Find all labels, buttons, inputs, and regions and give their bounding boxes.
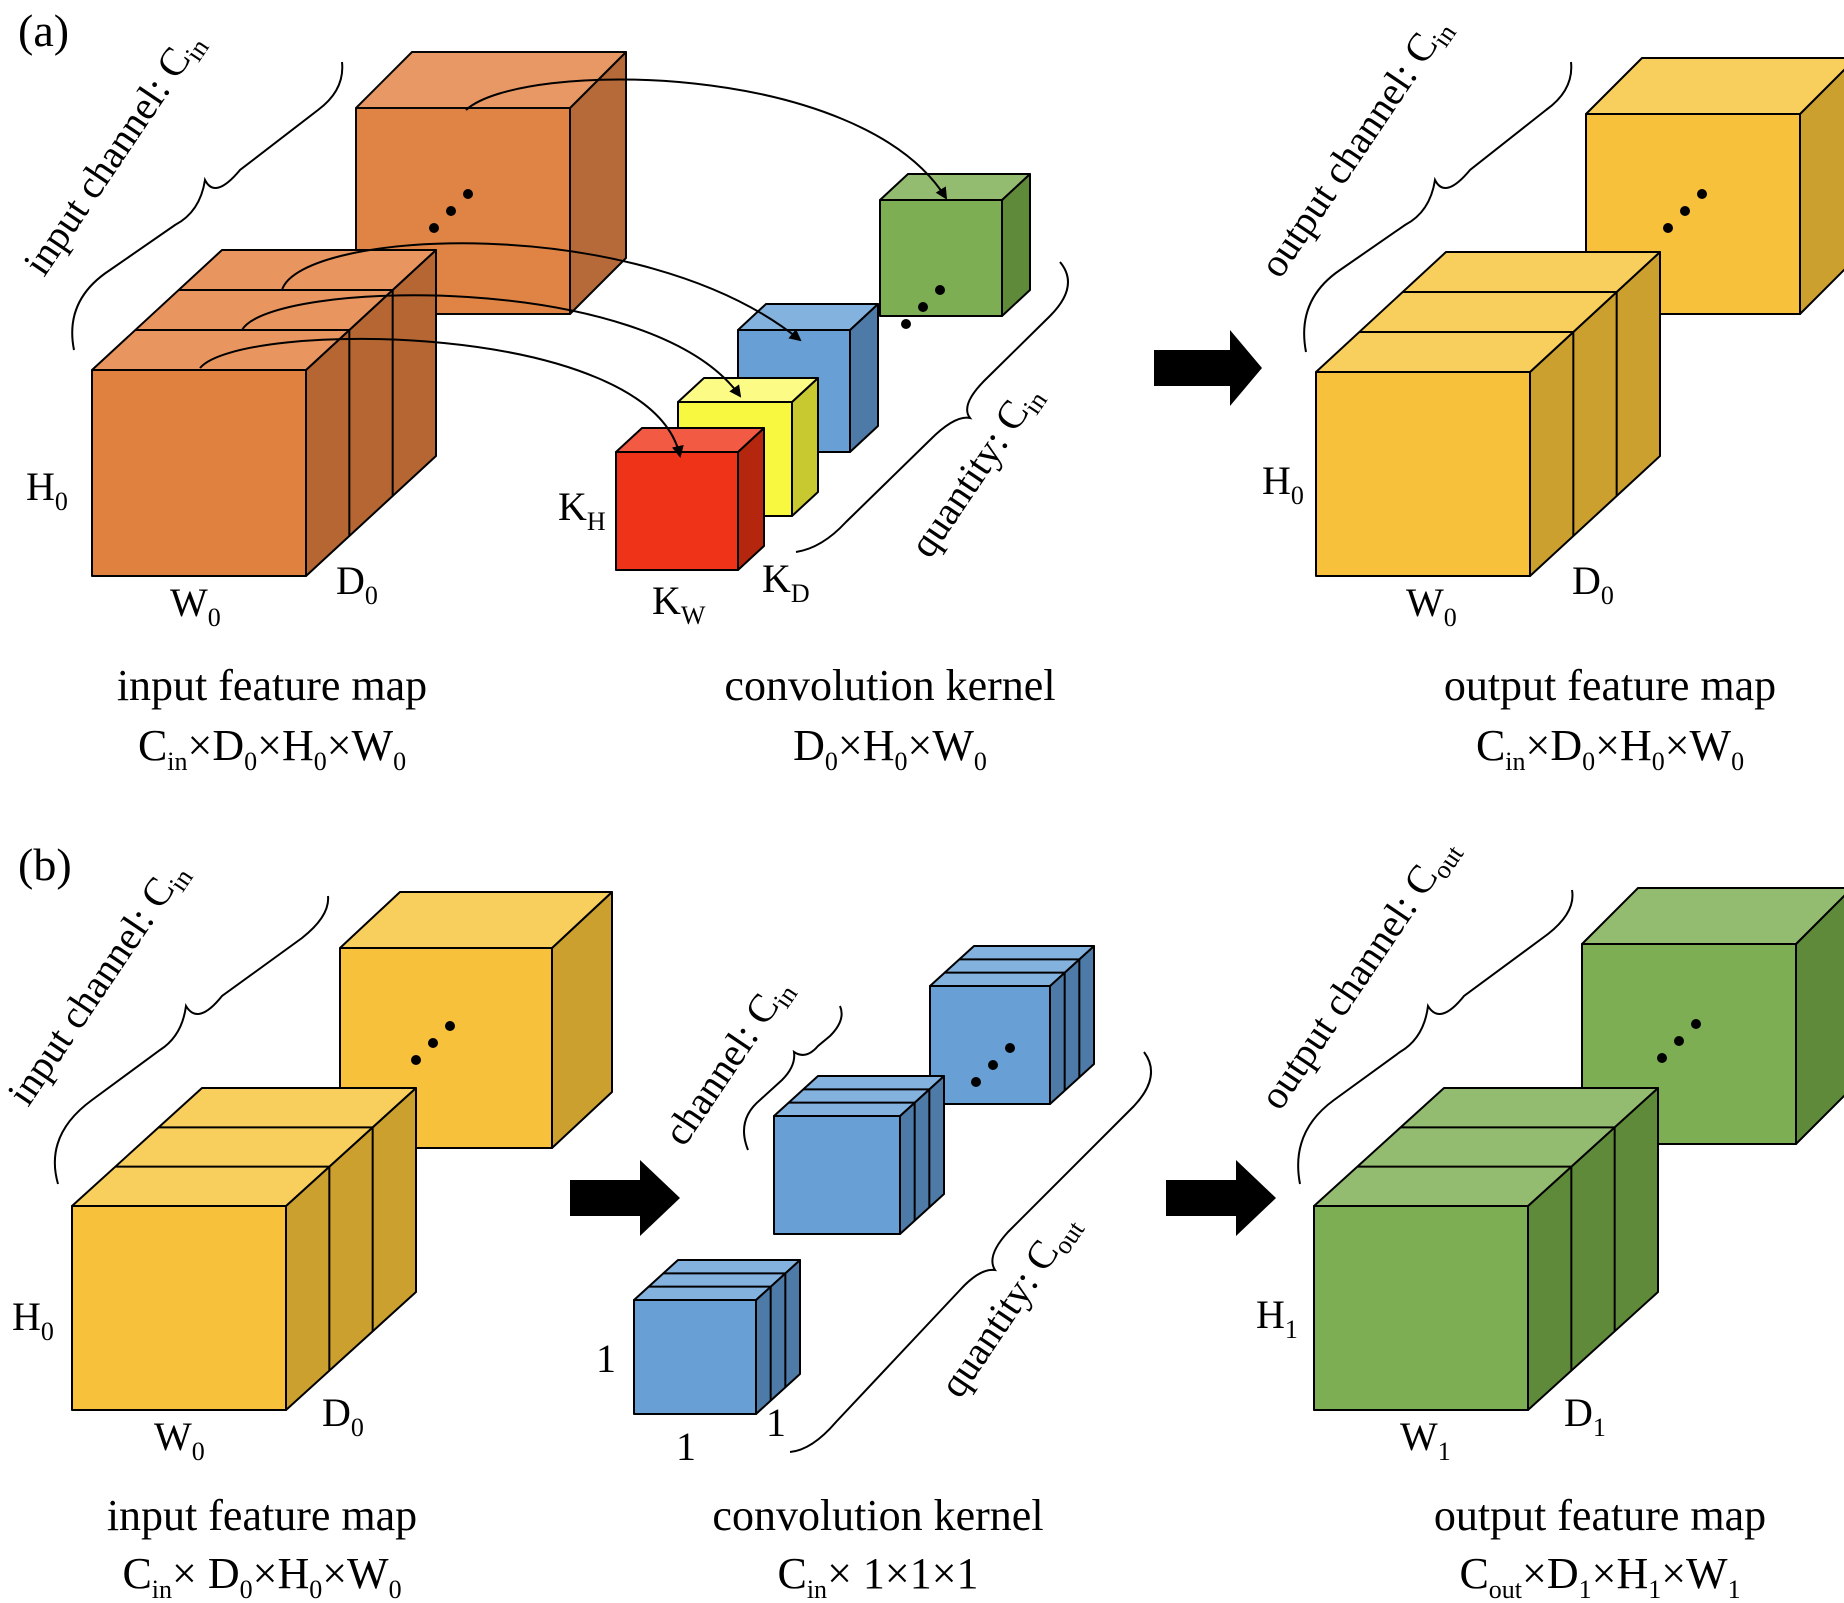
input-channel-cube-front [71, 1087, 417, 1411]
caption-title: output feature map [1444, 661, 1776, 710]
panel-b-input-feature-map: input channel: Cin H0 W0 D0 input featur… [0, 852, 613, 1603]
mapping-arrow [281, 242, 802, 342]
cube-front-face [91, 369, 307, 577]
caption-formula: Cin×D0×H0×W0 [138, 721, 406, 776]
cube-top-face [879, 173, 1031, 201]
caption-title: output feature map [1434, 1491, 1766, 1540]
ellipsis-dots [1657, 1019, 1701, 1063]
mapping-arrow [199, 337, 684, 458]
kernel-kh-label: KH [558, 484, 606, 536]
dim-w-label: W0 [154, 1414, 205, 1466]
kernel-cube-red [615, 427, 765, 571]
caption-title: input feature map [107, 1491, 417, 1540]
input-channel-brace [53, 895, 330, 1185]
kernel-quantity-label: quantity: Cin [900, 375, 1053, 568]
input-channel-brace [71, 61, 344, 351]
caption-title: convolution kernel [724, 661, 1055, 710]
caption-formula: Cout×D1×H1×W1 [1459, 1549, 1740, 1603]
output-channel-cube-front [1313, 1087, 1659, 1411]
kernel-kw-label: KW [652, 578, 706, 630]
cube-front-face [773, 1115, 901, 1235]
caption-formula: D0×H0×W0 [793, 721, 987, 776]
dim-h-label: H1 [1256, 1292, 1298, 1344]
caption-formula: Cin× D0×H0×W0 [122, 1549, 401, 1603]
dim-h-label: H0 [12, 1294, 54, 1346]
panel-b-label: (b) [18, 839, 72, 890]
block-arrow-icon [570, 1160, 680, 1236]
cube-front-face [879, 199, 1003, 317]
panel-a-label: (a) [18, 5, 69, 56]
ellipsis-dots [1663, 189, 1707, 233]
channel-brace [743, 1005, 843, 1151]
input-channel-label: input channel: Cin [0, 852, 199, 1116]
mapping-arrow [241, 294, 742, 398]
cube-top-face [615, 427, 765, 453]
block-arrow-icon [1154, 330, 1262, 406]
output-channel-cube-back [1585, 57, 1844, 315]
panel-b: (b) input channel: Cin H0 W0 D0 input fe… [0, 828, 1844, 1603]
block-arrow-icon [1166, 1160, 1276, 1236]
kernel-cube-green [879, 173, 1031, 317]
cube-front-face [929, 985, 1051, 1105]
cube-front-face [71, 1205, 287, 1411]
output-channel-label: output channel: Cout [1250, 828, 1470, 1120]
ellipsis-dots [429, 189, 473, 233]
cube-front-face [1313, 1205, 1529, 1411]
kernel-quantity-brace [789, 1051, 1152, 1453]
output-channel-label: output channel: Cin [1250, 7, 1462, 288]
cube-top-face [1581, 887, 1844, 945]
caption-formula: Cin×D0×H0×W0 [1476, 721, 1744, 776]
dim-h-label: H0 [26, 464, 68, 516]
dim-d-label: D1 [1564, 1390, 1606, 1442]
dim-w-label: W1 [1400, 1414, 1451, 1466]
ellipsis-dots [901, 285, 945, 329]
panel-a-input-feature-map: input channel: Cin H0 W0 D0 input featur… [14, 22, 627, 776]
kernel-width-label: 1 [676, 1424, 696, 1469]
kernel-stack-middle [773, 1075, 945, 1235]
panel-a-output-feature-map: output channel: Cin H0 W0 D0 output feat… [1250, 7, 1844, 776]
cube-front-face [633, 1299, 757, 1415]
mapping-arrow [465, 78, 948, 200]
dim-w-label: W0 [170, 580, 221, 632]
kernel-stack-back [929, 945, 1095, 1105]
cube-front-face [1315, 371, 1531, 577]
ellipsis-dots [971, 1043, 1015, 1087]
output-channel-cube-front [1315, 251, 1661, 577]
panel-b-convolution-kernel: channel: Cin quantity: Cout 1 1 1 convol… [596, 945, 1152, 1603]
caption-title: convolution kernel [712, 1491, 1043, 1540]
panel-b-output-feature-map: output channel: Cout H1 W1 D1 output fea… [1250, 828, 1844, 1603]
dim-h-label: H0 [1262, 458, 1304, 510]
kernel-quantity-brace [795, 261, 1069, 553]
channel-mapping-arrows [199, 78, 948, 458]
panel-a: (a) input channel: Cin H0 W0 D0 input fe… [14, 5, 1844, 776]
kernel-depth-label: 1 [766, 1400, 786, 1445]
output-channel-brace [1303, 61, 1573, 353]
kernel-height-label: 1 [596, 1336, 616, 1381]
output-channel-brace [1297, 889, 1574, 1185]
cube-top-face [1585, 57, 1844, 115]
input-channel-label: input channel: Cin [14, 22, 215, 286]
dim-w-label: W0 [1406, 580, 1457, 632]
cube-top-face [677, 377, 819, 403]
caption-formula: Cin× 1×1×1 [777, 1549, 978, 1603]
kernel-stack-front [633, 1259, 801, 1415]
kernel-kd-label: KD [762, 556, 810, 608]
caption-title: input feature map [117, 661, 427, 710]
dim-d-label: D0 [1572, 558, 1614, 610]
kernel-quantity-label: quantity: Cout [930, 1203, 1091, 1407]
dim-d-label: D0 [336, 558, 378, 610]
dim-d-label: D0 [322, 1390, 364, 1442]
cube-front-face [615, 451, 739, 571]
input-channel-cube-front [91, 249, 437, 577]
ellipsis-dots [411, 1021, 455, 1065]
